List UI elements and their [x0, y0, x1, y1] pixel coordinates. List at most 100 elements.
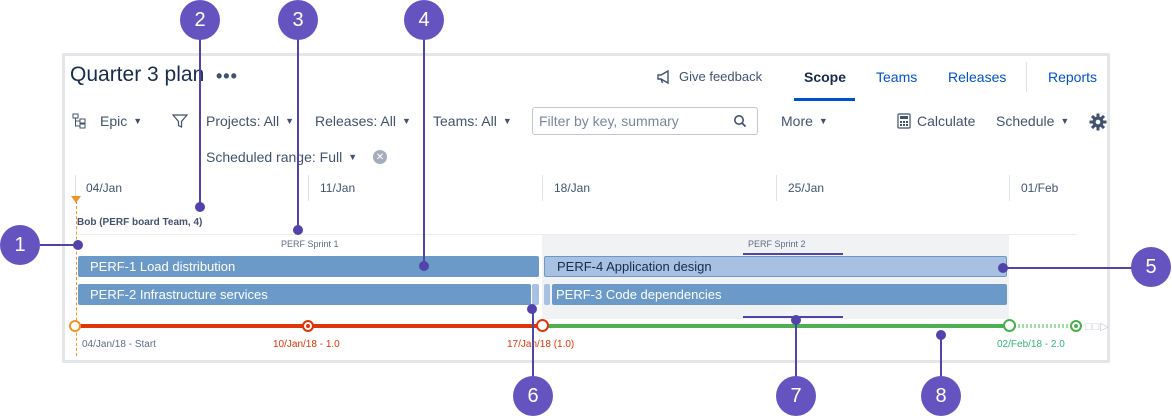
tab-reports[interactable]: Reports — [1048, 69, 1098, 85]
team-label: Bob (PERF board Team, 4) — [77, 217, 203, 228]
release-marker[interactable] — [302, 320, 314, 332]
callout-6: 6 — [513, 376, 553, 416]
schedule-bar[interactable]: PERF-3 Code dependencies — [552, 284, 1007, 305]
date-tick — [308, 175, 309, 201]
tab-releases[interactable]: Releases — [948, 69, 1007, 85]
scheduled-range-filter[interactable]: Scheduled range: Full ▼ ✕ — [206, 149, 388, 165]
callout-1: 1 — [0, 225, 40, 265]
date-label: 04/Jan — [86, 181, 123, 195]
release-marker[interactable] — [536, 319, 549, 332]
callout-7: 7 — [776, 376, 816, 416]
more-menu[interactable]: More ▼ — [781, 113, 828, 129]
hierarchy-select[interactable]: Epic ▼ — [72, 113, 142, 129]
release-label: 10/Jan/18 - 1.0 — [273, 339, 340, 350]
date-label: 25/Jan — [788, 181, 825, 195]
callout-dot — [419, 261, 429, 271]
callout-pointer — [199, 37, 201, 204]
date-tick — [776, 175, 777, 201]
schedule-menu[interactable]: Schedule ▼ — [996, 113, 1069, 129]
give-feedback-link[interactable]: Give feedback — [657, 69, 762, 84]
callout-8: 8 — [921, 376, 961, 416]
callout-bracket — [743, 253, 843, 255]
more-menu-label: More — [781, 113, 813, 129]
nav-divider — [1026, 62, 1027, 92]
release-marker[interactable] — [1003, 319, 1016, 332]
megaphone-icon — [657, 69, 669, 84]
chevron-down-icon: ▼ — [818, 116, 828, 126]
callout-pointer — [297, 37, 299, 227]
date-label: 11/Jan — [320, 181, 356, 195]
callout-pointer — [423, 37, 425, 262]
callout-pointer — [1003, 267, 1133, 269]
projects-filter-label: Projects: All — [206, 113, 280, 129]
bar-overlap-segment — [544, 284, 550, 305]
schedule-bar[interactable]: PERF-4 Application design — [544, 256, 1007, 277]
callout-dot — [293, 225, 303, 235]
filter-button[interactable] — [172, 113, 188, 129]
callout-4: 4 — [404, 0, 444, 40]
schedule-label: Schedule — [996, 113, 1055, 129]
projects-filter[interactable]: Projects: All ▼ — [206, 113, 294, 129]
chevron-down-icon: ▼ — [401, 116, 411, 126]
sprint-2-column — [542, 235, 1009, 319]
teams-filter[interactable]: Teams: All ▼ — [433, 113, 512, 129]
callout-pointer — [532, 308, 534, 380]
sprint-label: PERF Sprint 2 — [748, 239, 806, 249]
callout-dot — [73, 240, 83, 250]
callout-pointer — [940, 333, 942, 378]
hierarchy-icon — [72, 113, 86, 129]
release-track-extension — [1010, 324, 1076, 328]
date-label: 01/Feb — [1021, 181, 1059, 195]
bar-overlap-segment — [532, 284, 539, 305]
timeline-end-marker: □□▷ — [1085, 321, 1110, 333]
scheduled-range-label: Scheduled range: Full — [206, 149, 343, 165]
search-box — [532, 107, 758, 135]
chevron-down-icon: ▼ — [133, 116, 143, 126]
releases-filter-label: Releases: All — [315, 113, 396, 129]
chevron-down-icon: ▼ — [285, 116, 295, 126]
give-feedback-label: Give feedback — [679, 69, 763, 84]
sprint-row-divider — [75, 234, 1077, 235]
filter-icon — [172, 114, 188, 128]
gear-icon — [1089, 113, 1107, 131]
release-marker[interactable] — [1070, 320, 1082, 332]
clear-icon[interactable]: ✕ — [373, 150, 388, 164]
chevron-down-icon: ▼ — [1060, 116, 1070, 126]
schedule-bar[interactable]: PERF-2 Infrastructure services — [78, 284, 531, 305]
teams-filter-label: Teams: All — [433, 113, 497, 129]
today-marker — [71, 196, 81, 203]
active-tab-indicator — [794, 98, 855, 101]
callout-dot — [936, 330, 946, 340]
date-tick — [542, 175, 543, 201]
more-actions-button[interactable]: ••• — [216, 66, 238, 86]
chevron-down-icon: ▼ — [348, 152, 358, 162]
calculate-label: Calculate — [917, 113, 976, 129]
page-title: Quarter 3 plan — [70, 63, 205, 86]
callout-pointer — [40, 244, 76, 246]
callout-dot — [791, 315, 801, 325]
sprint-label: PERF Sprint 1 — [281, 239, 339, 249]
releases-filter[interactable]: Releases: All ▼ — [315, 113, 411, 129]
chevron-down-icon: ▼ — [502, 116, 512, 126]
search-input[interactable] — [533, 108, 735, 134]
release-label: 04/Jan/18 - Start — [82, 339, 156, 350]
hierarchy-label: Epic — [100, 113, 128, 129]
search-icon — [734, 115, 747, 128]
date-label: 18/Jan — [554, 181, 591, 195]
release-marker[interactable] — [69, 320, 81, 332]
callout-dot — [998, 263, 1008, 273]
tab-teams[interactable]: Teams — [876, 69, 918, 85]
callout-dot — [195, 202, 205, 212]
callout-3: 3 — [278, 0, 318, 40]
release-label: 17/Jan/18 (1.0) — [507, 339, 575, 350]
release-track-on-track — [542, 324, 1010, 328]
calculator-icon — [897, 113, 911, 129]
callout-dot — [527, 304, 537, 314]
schedule-bar[interactable]: PERF-1 Load distribution — [78, 256, 539, 277]
settings-button[interactable] — [1089, 113, 1107, 131]
tab-scope[interactable]: Scope — [804, 69, 847, 85]
callout-2: 2 — [180, 0, 220, 40]
date-tick — [1009, 175, 1010, 201]
calculate-button[interactable]: Calculate — [897, 113, 975, 129]
callout-pointer — [795, 318, 797, 378]
